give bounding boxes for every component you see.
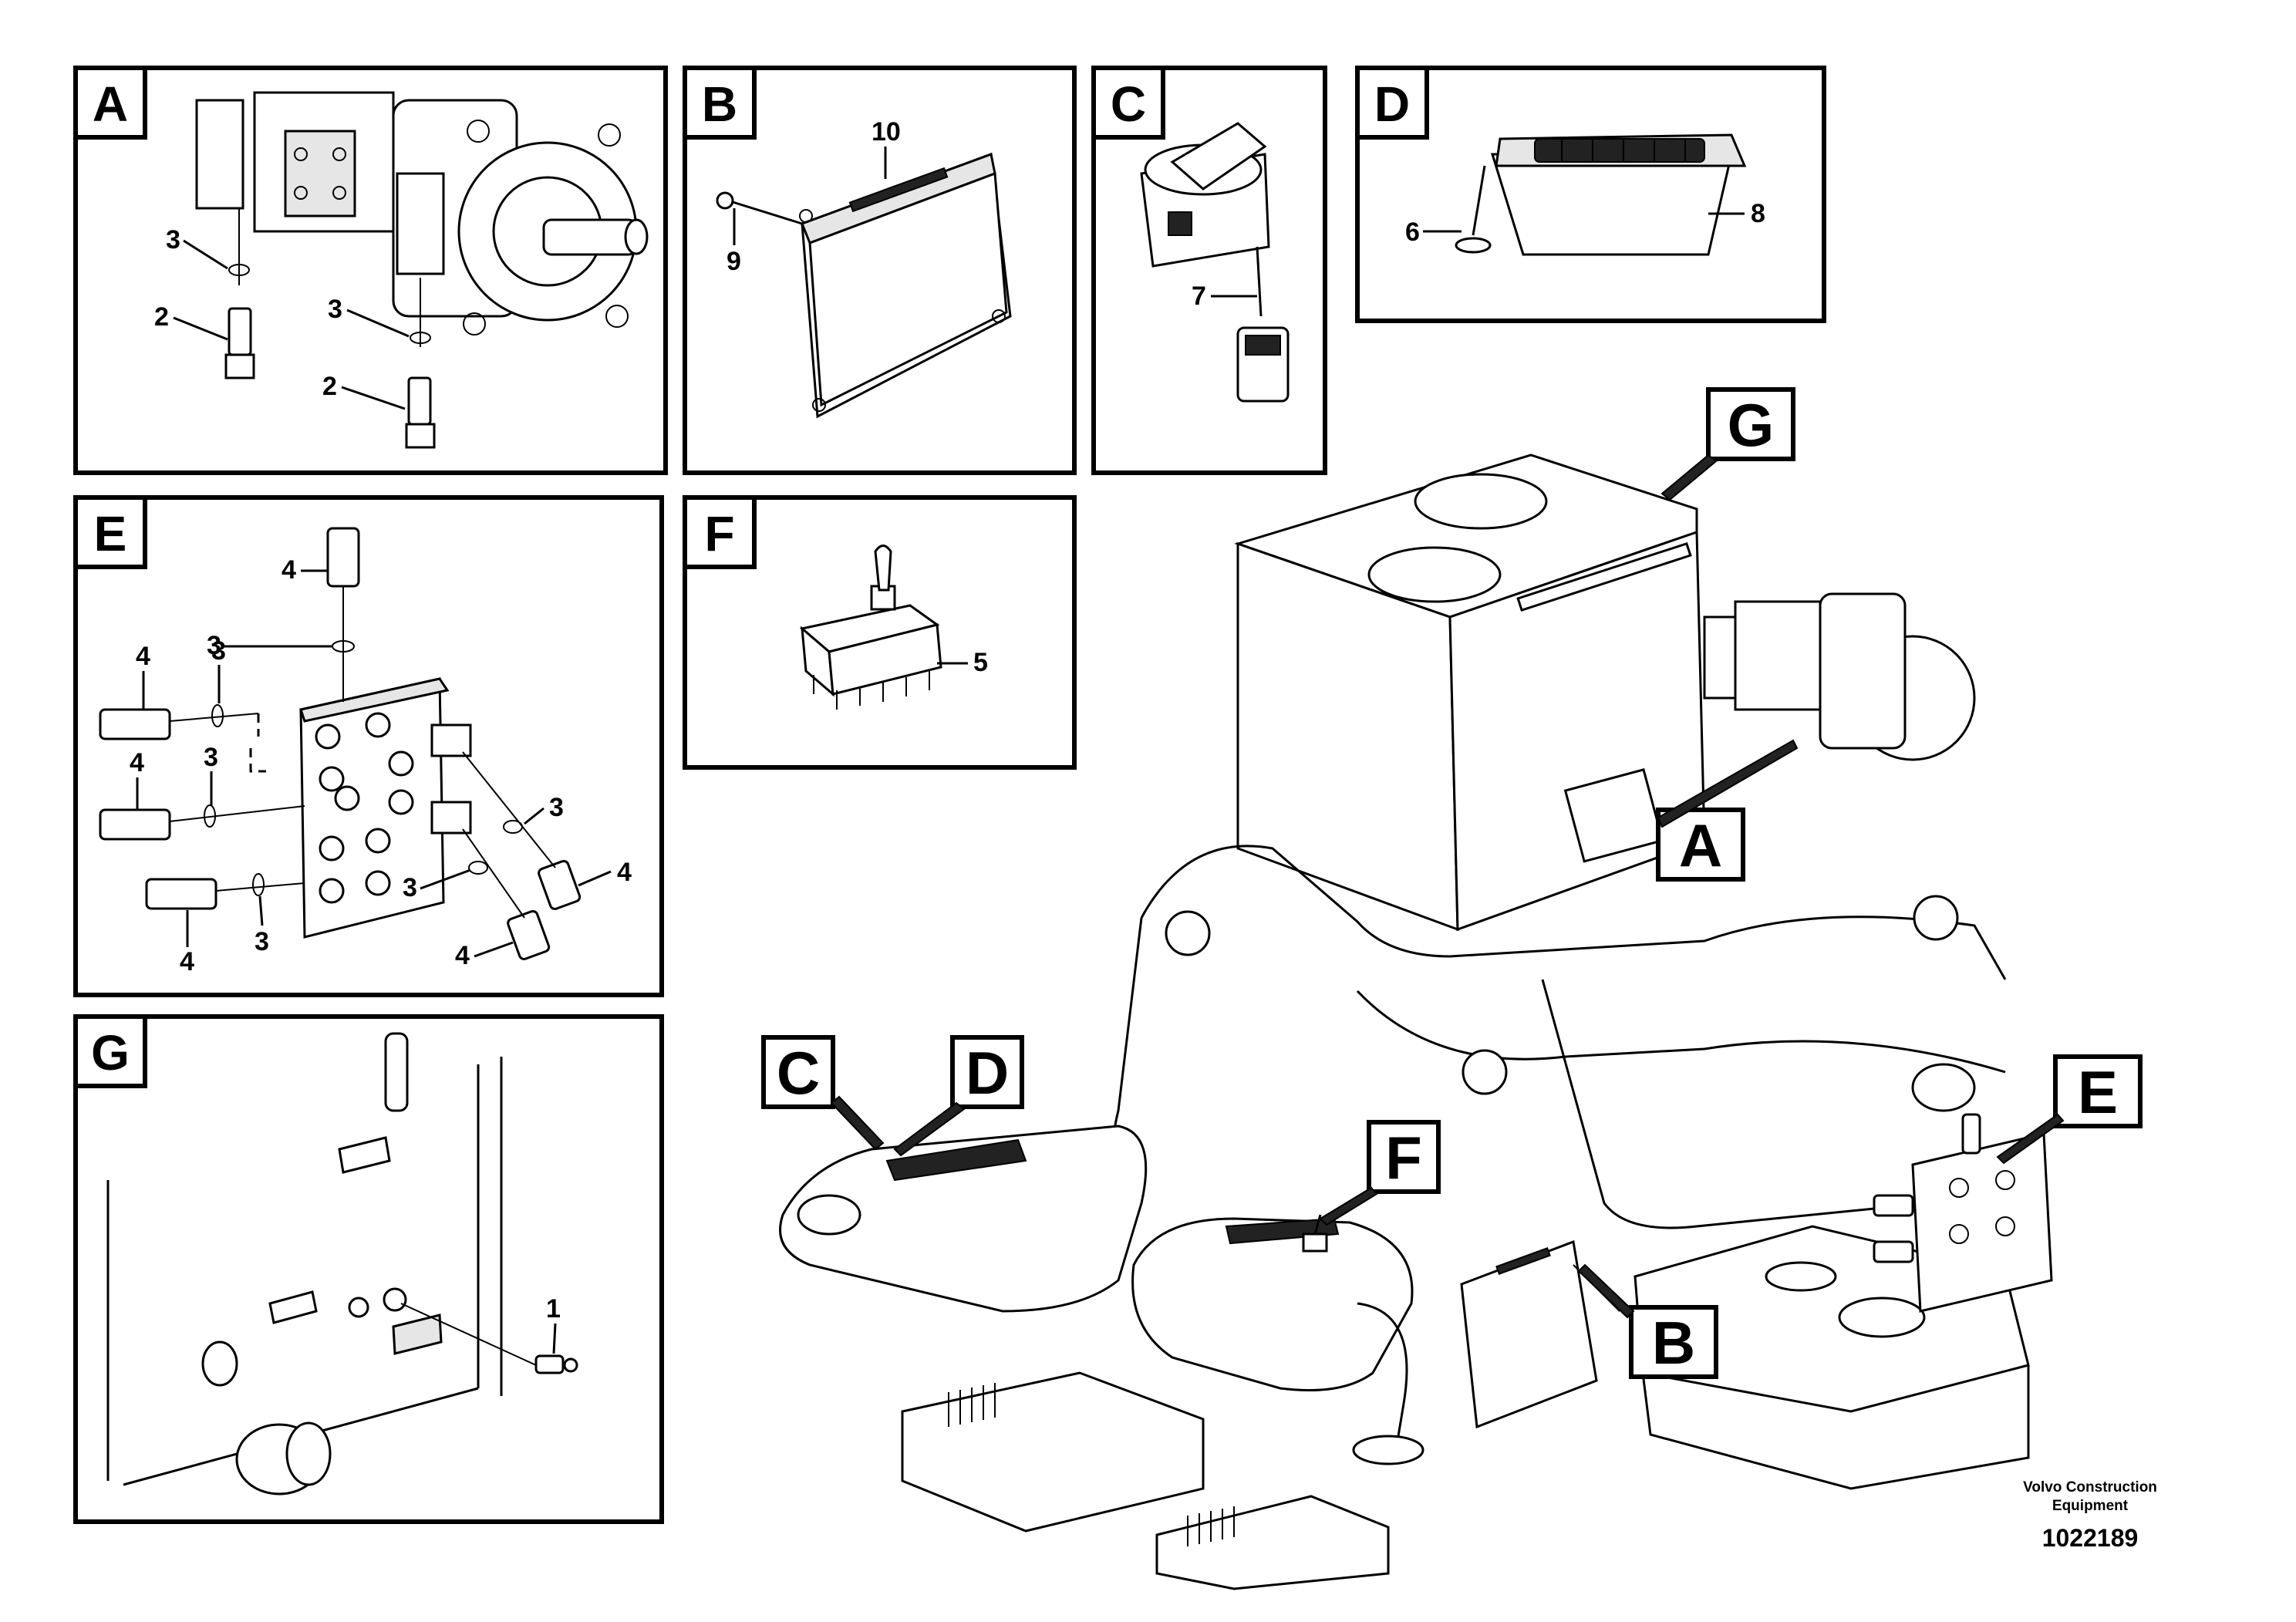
panel-c: C 7 — [1091, 66, 1327, 475]
callout-7: 7 — [1192, 282, 1206, 311]
overview-tag-g: G — [1660, 387, 1795, 501]
callout-10: 10 — [872, 117, 901, 147]
overview-tag-d: D — [893, 1035, 1024, 1157]
panel-g: G 1 — [73, 1014, 664, 1524]
panel-f-callouts: 5 — [937, 648, 988, 677]
panel-g-letter: G — [91, 1025, 130, 1081]
screw — [1455, 165, 1492, 254]
panel-e-callouts: 4 3 4 3 4 3 3 4 3 4 4 3 — [130, 555, 632, 976]
callout-3: 3 — [166, 225, 180, 255]
panel-a-letter: A — [93, 76, 128, 132]
callout-3: 3 — [207, 631, 221, 660]
credit-block: Volvo Construction Equipment 1022189 — [2023, 1479, 2157, 1552]
panel-c-callouts: 7 — [1192, 282, 1257, 311]
overview-tag-d-letter: D — [966, 1039, 1009, 1107]
overview-tag-b: B — [1577, 1263, 1718, 1379]
callout-3: 3 — [549, 793, 564, 822]
hydraulic-pump-illustration — [195, 91, 649, 336]
panel-a-callouts: 3 2 3 2 — [154, 225, 410, 410]
panel-b-callouts: 10 9 — [727, 117, 901, 276]
panel-f: F 5 — [683, 495, 1077, 770]
control-unit-illustration — [799, 152, 1012, 419]
panel-c-letter: C — [1111, 76, 1146, 132]
callout-4: 4 — [130, 748, 144, 777]
overview-tag-f: F — [1319, 1120, 1441, 1226]
panel-d-callouts: 6 8 — [1405, 199, 1765, 247]
pressure-sensors — [99, 527, 582, 960]
callout-3: 3 — [328, 295, 342, 324]
callout-4: 4 — [180, 947, 194, 976]
callout-2: 2 — [154, 302, 169, 332]
pressure-sensor-parts — [224, 208, 436, 449]
overview-tag-b-letter: B — [1652, 1309, 1695, 1377]
panel-g-callouts: 1 — [546, 1294, 561, 1354]
callout-1: 1 — [546, 1294, 561, 1324]
overview-tag-c: C — [761, 1035, 885, 1151]
mounting-screw — [716, 191, 803, 225]
overview-tag-f-letter: F — [1385, 1124, 1422, 1192]
callout-3: 3 — [204, 743, 218, 772]
overview-tag-a: A — [1656, 739, 1799, 882]
toggle-switch-illustration — [799, 545, 942, 710]
panel-d: D 6 8 — [1355, 66, 1826, 323]
panel-b-letter: B — [702, 76, 737, 132]
callout-8: 8 — [1751, 199, 1765, 228]
pedal-grooves — [948, 1383, 1235, 1546]
overview-tag-e-letter: E — [2078, 1058, 2118, 1126]
callout-9: 9 — [727, 247, 741, 276]
overview-tag-c-letter: C — [777, 1039, 820, 1107]
panel-a: A 3 — [73, 66, 668, 475]
credit-company: Volvo Construction — [2023, 1479, 2157, 1496]
machine-overview-illustration — [779, 454, 2053, 1590]
callout-3: 3 — [403, 873, 417, 902]
callout-3: 3 — [211, 636, 226, 666]
callout-4: 4 — [136, 642, 150, 671]
callout-6: 6 — [1405, 218, 1420, 247]
callout-3: 3 — [255, 927, 269, 956]
tank-side-illustration — [106, 1032, 578, 1496]
callout-2: 2 — [322, 372, 337, 401]
overview-tag-a-letter: A — [1679, 811, 1722, 879]
panel-e: E — [73, 495, 664, 997]
valve-block-illustration — [299, 677, 472, 939]
callout-5: 5 — [973, 648, 988, 677]
document-number: 1022189 — [2042, 1524, 2139, 1552]
overview-tag-e: E — [1996, 1054, 2143, 1165]
overview-tag-g-letter: G — [1728, 391, 1775, 459]
keypad-illustration — [1490, 133, 1747, 256]
panel-b: B 10 9 — [683, 66, 1077, 475]
rotary-switch-illustration — [1140, 122, 1290, 403]
credit-company-suffix: Equipment — [2052, 1498, 2129, 1514]
callout-4: 4 — [617, 858, 632, 887]
callout-4: 4 — [282, 555, 296, 585]
panel-e-letter: E — [94, 506, 127, 561]
panel-d-letter: D — [1374, 76, 1410, 132]
callout-4: 4 — [455, 941, 470, 970]
panel-f-letter: F — [704, 506, 734, 561]
